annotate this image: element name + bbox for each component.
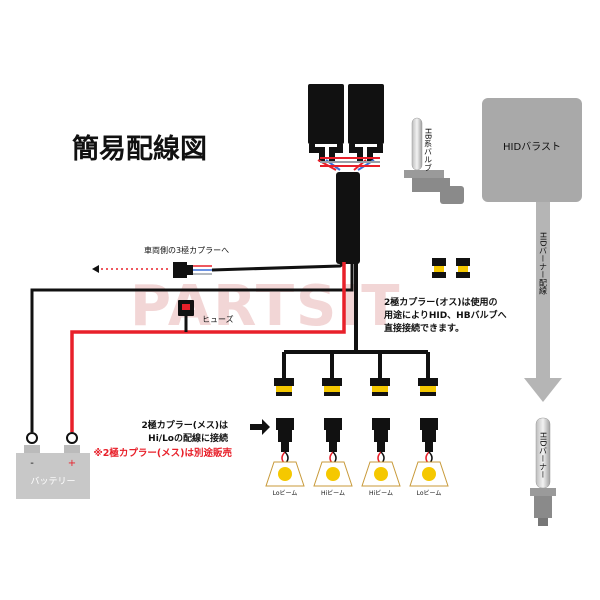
watermark: PARTSIT — [130, 274, 401, 339]
spare-male-couplers — [432, 258, 470, 278]
male-coupler-note-2: 用途によりHID、HBバルブへ — [383, 309, 507, 321]
sold-separately-note: ※2極カプラー(メス)は別途販売 — [93, 447, 232, 459]
relay-pair — [308, 84, 384, 171]
hid-burner: HIDバーナー — [530, 417, 556, 526]
battery-label: バッテリー — [30, 476, 75, 487]
ground-wire — [30, 262, 354, 432]
male-coupler-note-1: 2極カプラー(オス)は使用の — [384, 296, 498, 308]
battery-plus: + — [68, 458, 76, 469]
beam-label-1: Loビーム — [273, 489, 298, 497]
harness-trunk — [336, 172, 360, 264]
fuse-label: ヒューズ — [202, 314, 234, 324]
beam-label-3: Hiビーム — [369, 489, 393, 497]
vehicle-coupler-label: 車両側の3極カプラーへ — [144, 245, 229, 255]
male-coupler-note-3: 直接接続できます。 — [384, 322, 464, 334]
page-title: 簡易配線図 — [72, 133, 207, 165]
beam-harness — [282, 262, 430, 378]
battery: - + バッテリー — [16, 432, 90, 499]
beam-label-4: Loビーム — [417, 489, 442, 497]
hid-ballast: HIDバラスト — [482, 98, 582, 202]
power-wire — [70, 262, 346, 432]
hb-bulb-label: HB系バルブ — [424, 128, 433, 172]
pointer-arrow — [250, 419, 270, 435]
fuse: ヒューズ — [178, 300, 234, 332]
burner-wiring-label: HIDバーナー配線 — [539, 232, 548, 295]
hb-bulb: HB系バルブ — [404, 117, 464, 204]
ballast-label: HIDバラスト — [503, 141, 561, 153]
burner-wiring: HIDバーナー配線 — [524, 202, 562, 402]
burner-label: HIDバーナー — [539, 432, 548, 479]
female-couplers-and-bulbs — [265, 418, 449, 487]
female-coupler-note-2: Hi/Loの配線に接続 — [148, 432, 228, 444]
beam-label-2: Hiビーム — [321, 489, 345, 497]
battery-minus: - — [30, 458, 34, 469]
female-coupler-note-1: 2極カプラー(メス)は — [142, 419, 229, 431]
male-couplers — [274, 378, 438, 396]
